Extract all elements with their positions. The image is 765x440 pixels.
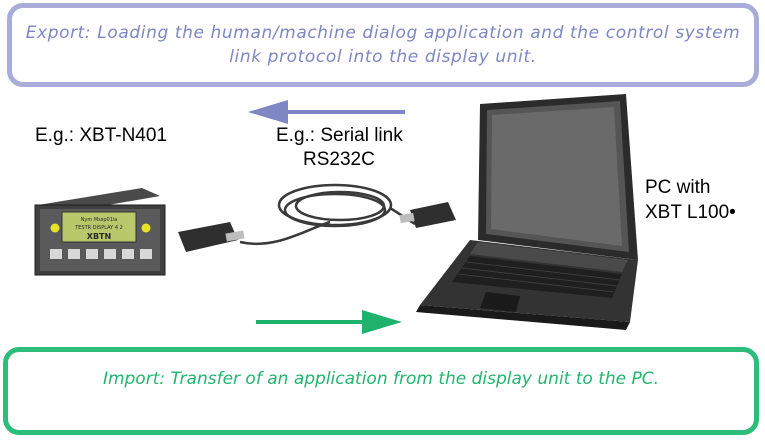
export-text: Export: Loading the human/machine dialog… <box>25 23 741 67</box>
import-text: Import: Transfer of an application from … <box>102 369 660 389</box>
import-banner: Import: Transfer of an application from … <box>3 347 759 435</box>
display-unit: Nym Mssp01ia TESTR DISPLAY 4 2 XBTN <box>34 188 166 276</box>
display-line-1: Nym Mssp01ia <box>81 217 118 223</box>
display-line-3: XBTN <box>87 232 111 241</box>
rs232c-label: RS232C <box>303 149 375 170</box>
serial-cable <box>239 183 416 246</box>
connector-left <box>178 222 245 252</box>
laptop <box>416 94 638 330</box>
arrow-right-icon <box>256 310 402 334</box>
display-line-2: TESTR DISPLAY 4 2 <box>74 225 123 231</box>
pc-label: PC with <box>645 177 711 198</box>
connector-right <box>399 202 456 228</box>
export-banner: Export: Loading the human/machine dialog… <box>7 3 759 87</box>
arrow-left-icon <box>248 100 405 124</box>
software-label: XBT L100• <box>645 202 736 223</box>
serial-link-label: E.g.: Serial link <box>276 125 403 146</box>
device-label: E.g.: XBT-N401 <box>35 125 168 146</box>
